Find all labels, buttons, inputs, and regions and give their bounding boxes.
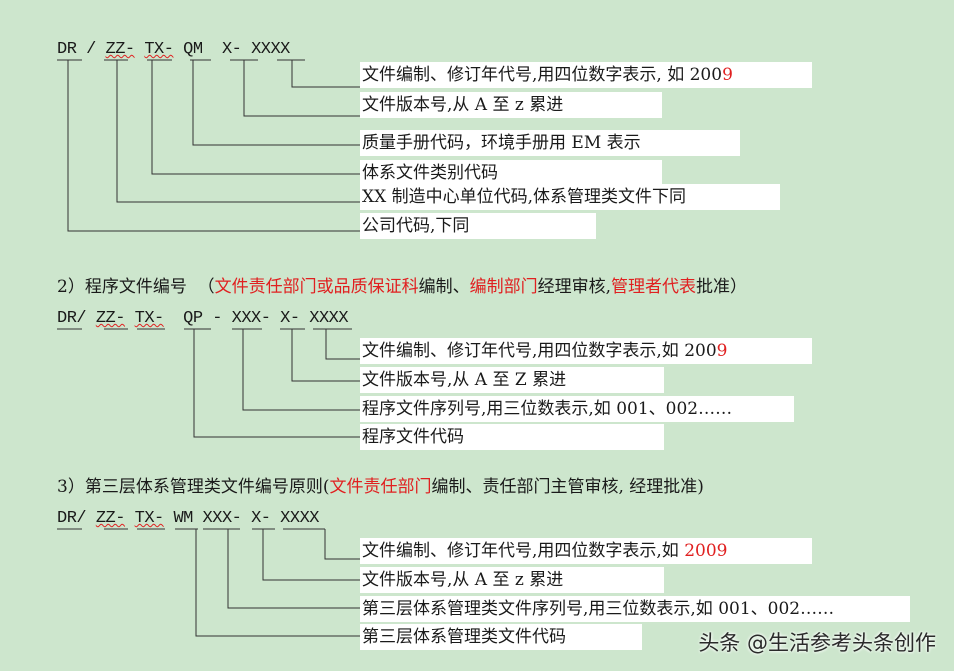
code-wm: WM [173,509,193,528]
s1-label-unit: XX 制造中心单位代码,体系管理类文件下同 [360,184,780,210]
code-dr: DR/ [57,509,87,528]
code-qp: QP [183,309,203,328]
code-xxxx: XXXX [280,509,319,528]
section2-code: DR/ ZZ- TX- QP - XXX- X- XXXX [57,309,349,328]
s1-label-manual: 质量手册代码，环境手册用 EM 表示 [360,130,740,156]
s2-label-code: 程序文件代码 [360,424,664,450]
s3-label-code: 第三层体系管理类文件代码 [360,624,642,650]
code-sep: / [86,40,96,59]
watermark: 头条 @生活参考头条创作 [698,631,936,655]
code-dr: DR/ [57,309,87,328]
section2-heading: 2）程序文件编号 （文件责任部门或品质保证科编制、编制部门经理审核,管理者代表批… [57,277,748,297]
section3-heading: 3）第三层体系管理类文件编号原则(文件责任部门编制、责任部门主管审核, 经理批准… [57,477,704,497]
code-qm: QM [183,40,203,59]
code-xxx: XXX- [231,309,271,328]
s1-label-version: 文件版本号,从 A 至 z 累进 [360,92,662,118]
code-zz: ZZ- [95,509,126,528]
s1-label-category: 体系文件类别代码 [360,160,662,186]
s2-label-year: 文件编制、修订年代号,用四位数字表示,如 2009 [360,338,812,364]
code-zz: ZZ- [105,40,136,59]
code-tx: TX- [134,509,165,528]
s3-label-version: 文件版本号,从 A 至 z 累进 [360,567,664,593]
s3-label-year: 文件编制、修订年代号,用四位数字表示,如 2009 [360,538,812,564]
code-tx: TX- [134,309,165,328]
code-dr: DR [57,40,77,59]
section1-code: DR / ZZ- TX- QM X- XXXX [57,40,290,59]
code-x: X- [221,40,242,59]
code-zz: ZZ- [95,309,126,328]
code-x: X- [251,509,271,528]
s1-label-company: 公司代码,下同 [360,213,596,239]
s2-label-version: 文件版本号,从 A 至 Z 累进 [360,367,664,393]
code-xxxx: XXXX [309,309,349,328]
s3-label-serial: 第三层体系管理类文件序列号,用三位数表示,如 001、002…… [360,596,910,622]
code-xxx: XXX- [202,509,242,528]
code-xxxx: XXXX [251,40,290,59]
code-dash: - [212,309,222,328]
section3-code: DR/ ZZ- TX- WM XXX- X- XXXX [57,509,319,528]
s2-label-serial: 程序文件序列号,用三位数表示,如 001、002…… [360,396,794,422]
s1-label-year: 文件编制、修订年代号,用四位数字表示, 如 2009 [360,62,812,88]
code-x: X- [280,309,300,328]
code-tx: TX- [144,40,174,59]
